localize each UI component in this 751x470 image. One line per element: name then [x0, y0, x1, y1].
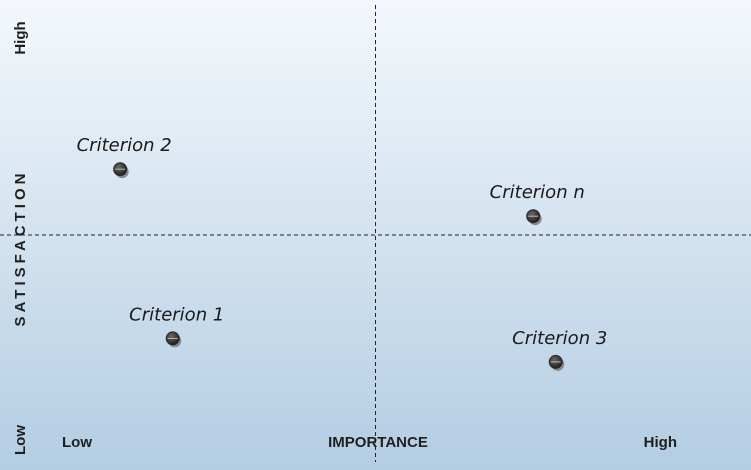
- data-point: Criterion n: [490, 182, 585, 226]
- point-label: Criterion 2: [77, 135, 172, 156]
- y-axis-title: SATISFACTION: [12, 170, 29, 327]
- data-point: Criterion 3: [512, 328, 607, 371]
- x-tick-label-low: Low: [62, 434, 92, 451]
- x-axis-title: IMPORTANCE: [328, 434, 428, 451]
- data-point: Criterion 1: [129, 304, 224, 348]
- data-point: Criterion 2: [77, 135, 172, 179]
- point-label: Criterion 3: [512, 328, 607, 349]
- x-tick-label-high: High: [644, 434, 677, 451]
- y-tick-label-high: High: [12, 21, 29, 54]
- point-label: Criterion n: [490, 182, 585, 203]
- data-points: Criterion 2 Criterion 1 Criterion n Criteri…: [77, 135, 607, 371]
- point-label: Criterion 1: [129, 304, 224, 325]
- y-tick-label-low: Low: [12, 425, 29, 455]
